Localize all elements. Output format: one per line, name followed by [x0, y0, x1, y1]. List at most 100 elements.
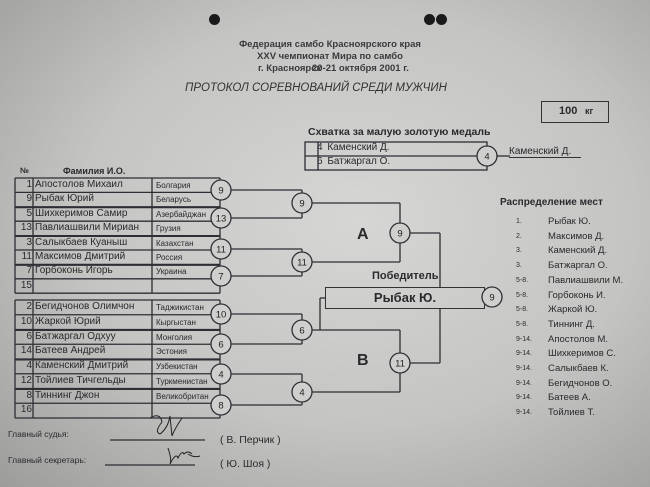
bout-result: 8	[218, 401, 223, 412]
judge-signature	[149, 415, 183, 437]
bout-result: 9	[397, 229, 402, 240]
athlete-name: Шихкеримов Самир	[35, 207, 128, 219]
pool-b-label: B	[357, 352, 369, 369]
round2-result-circle: 9	[291, 192, 313, 214]
weight-class-box: 100 кг	[541, 101, 609, 123]
athlete-name: Рыбак Юрий	[35, 193, 94, 205]
secretary-label: Главный секретарь:	[8, 455, 87, 465]
round1-result-circle: 11	[210, 238, 232, 260]
athlete-country: Великобритан	[156, 391, 209, 401]
athlete-number: 3	[26, 236, 32, 248]
athlete-country: Азербайджан	[156, 209, 207, 219]
round1-result-circle: 8	[210, 394, 232, 416]
round1-result-circle: 10	[210, 303, 232, 325]
bout-result: 9	[299, 199, 304, 210]
place-athlete: Шихкеримов С.	[548, 348, 616, 360]
athlete-country: Монголия	[156, 332, 193, 342]
athlete-row: 15	[15, 280, 220, 294]
place-number: 1.	[516, 218, 522, 225]
athlete-country: Украина	[156, 267, 187, 277]
place-athlete: Бегидчонов О.	[548, 377, 613, 389]
judge-name: ( В. Перчик )	[220, 434, 281, 446]
place-athlete: Батеев А.	[548, 392, 591, 404]
athlete-name: Салыкбаев Куаныш	[35, 236, 128, 248]
athlete-row: 16	[15, 404, 220, 419]
athlete-country: Россия	[156, 253, 183, 262]
place-athlete: Максимов Д.	[548, 230, 605, 242]
round1-result-circle: 7	[210, 265, 232, 287]
place-number: 2.	[516, 232, 522, 240]
athlete-number: 6	[26, 330, 32, 342]
athlete-country: Узбекистан	[156, 362, 198, 371]
round1-result-circle: 4	[210, 363, 232, 385]
athlete-name: Батеев Андрей	[35, 345, 106, 357]
round2-result-circle: 11	[291, 251, 313, 273]
athlete-number: 2	[26, 301, 32, 312]
athlete-name: Бегидчонов Олимчон	[35, 301, 135, 312]
athlete-name: Максимов Дмитрий	[35, 251, 126, 262]
place-athlete: Тиннинг Д.	[548, 318, 595, 330]
place-athlete: Жаркой Ю.	[548, 304, 598, 316]
bronze-athlete-1: 4 Каменский Д.	[317, 142, 390, 153]
place-number: 9-14.	[516, 350, 532, 358]
athlete-country: Грузия	[156, 224, 181, 234]
athlete-number: 7	[26, 265, 32, 277]
athlete-country: Эстония	[156, 347, 187, 357]
place-number: 9-14.	[516, 394, 532, 402]
final-result-circle: 9	[481, 286, 503, 308]
bout-result: 9	[218, 186, 223, 197]
athlete-name: Тойлиев Тичгельды	[35, 374, 126, 386]
athlete-number: 5	[26, 207, 32, 219]
placements-title: Распределение мест	[500, 197, 603, 208]
bout-result: 11	[395, 359, 405, 370]
athlete-country: Таджикистан	[156, 303, 204, 312]
place-number: 9-14.	[516, 335, 532, 343]
round1-result-circle: 9	[210, 179, 232, 201]
athlete-number: 11	[21, 251, 32, 262]
place-athlete: Тойлиев Т.	[548, 407, 595, 419]
winner-label: Победитель	[372, 270, 439, 282]
column-header-number: №	[20, 166, 29, 175]
athlete-number: 12	[20, 374, 32, 386]
athlete-name: Павлиашвили Мириан	[35, 222, 140, 234]
place-number: 5-8.	[516, 320, 529, 328]
header-dates: 20-21 октября 2001 г.	[312, 63, 409, 74]
place-number: 9-14.	[516, 365, 532, 372]
athlete-number: 4	[26, 360, 32, 371]
header-city: г. Красноярск	[258, 63, 322, 74]
athlete-name: Каменский Дмитрий	[35, 360, 129, 371]
bout-result: 13	[216, 214, 227, 225]
bronze-match-label: Схватка за малую золотую медаль	[308, 126, 491, 138]
place-number: 3.	[516, 247, 522, 255]
judge-label: Главный судья:	[8, 429, 69, 439]
header-federation: Федерация самбо Красноярского края	[239, 39, 421, 50]
athlete-number: 1	[26, 179, 32, 190]
pool-final-circle: 11	[389, 352, 411, 374]
bout-result: 9	[489, 293, 494, 304]
place-number: 5-8.	[516, 306, 529, 314]
round1-result-circle: 13	[210, 207, 232, 229]
athlete-number: 13	[20, 222, 32, 234]
athlete-name: Батжаргал Одхуу	[35, 330, 116, 342]
bronze-result-circle: 4	[476, 145, 498, 167]
athlete-name: Апостолов Михаил	[35, 179, 123, 190]
bronze-athlete-2: 6 Батжаргал О.	[317, 156, 391, 167]
bout-result: 7	[218, 272, 223, 283]
round1-result-circle: 6	[210, 333, 232, 355]
pool-a-label: A	[357, 226, 369, 243]
round2-result-circle: 4	[291, 381, 313, 403]
bout-result: 4	[218, 370, 223, 381]
place-athlete: Салыкбаев К.	[548, 363, 609, 374]
place-number: 5-8.	[516, 291, 529, 299]
pool-final-circle: 9	[389, 222, 411, 244]
